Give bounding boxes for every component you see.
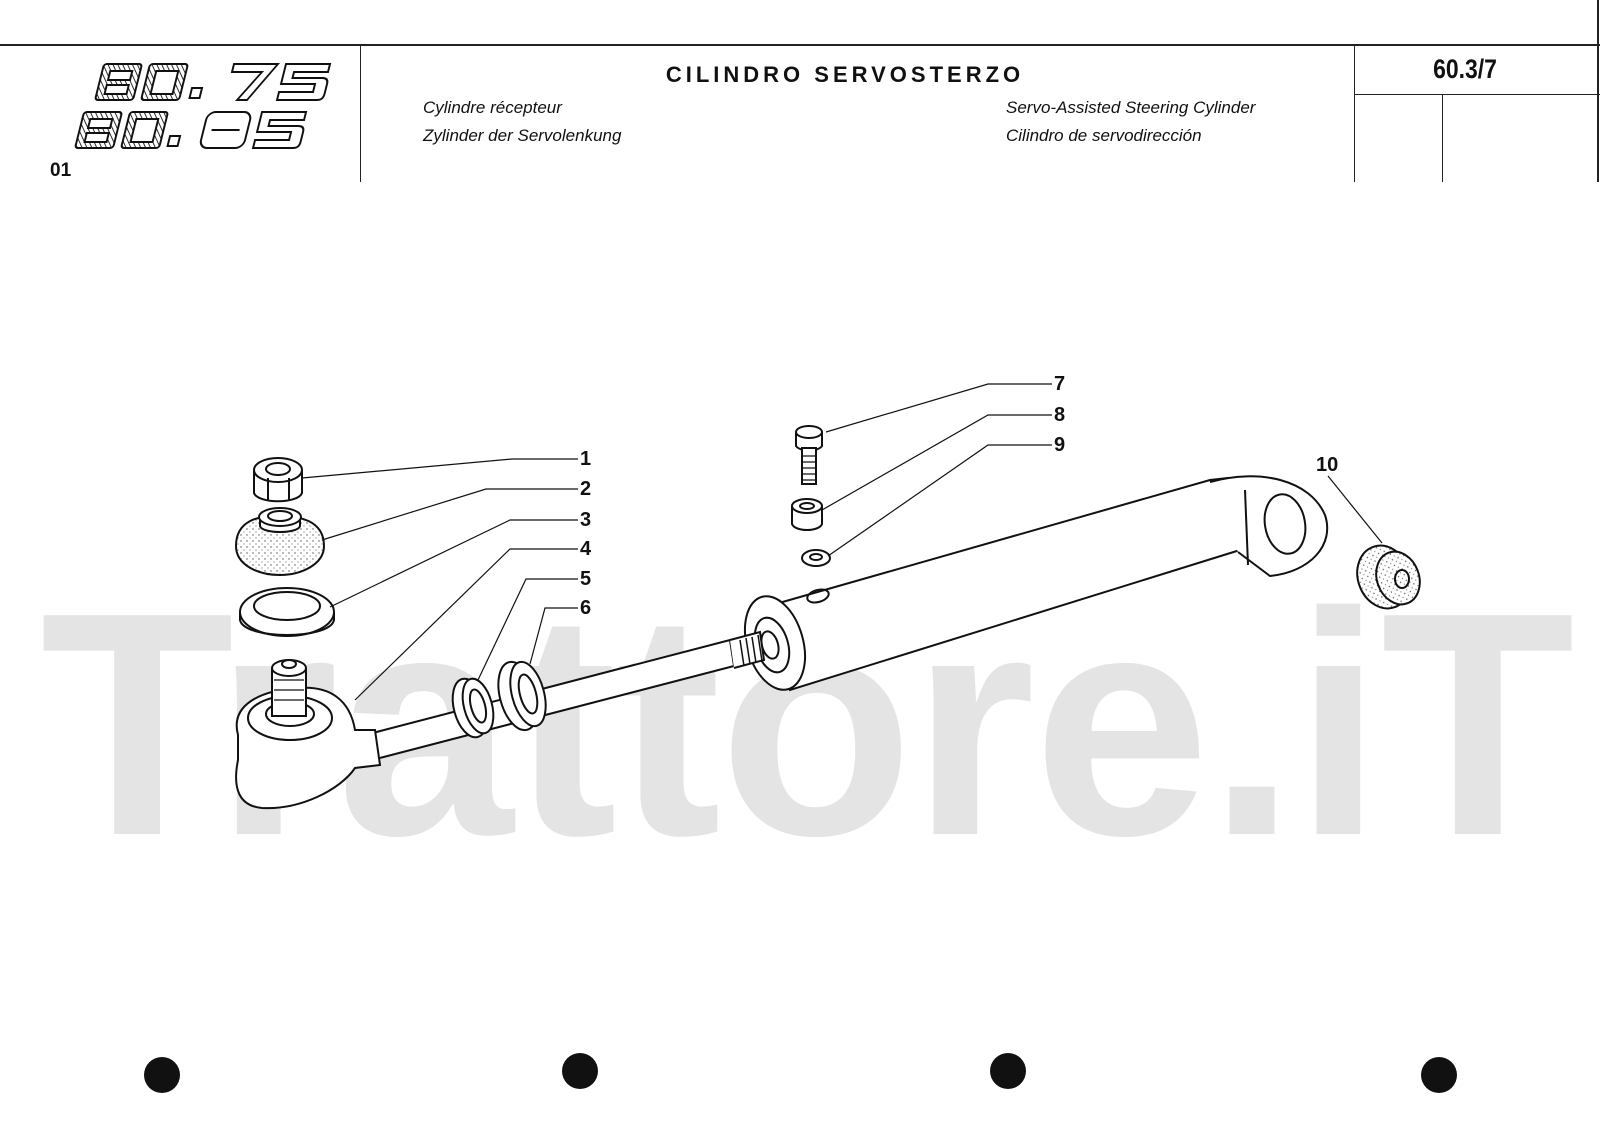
header-ref-divider: [1442, 94, 1443, 182]
model-logo: [74, 63, 332, 149]
callout-4: 4: [580, 538, 592, 560]
subtitle-german: Zylinder der Servolenkung: [423, 126, 622, 145]
part-nut: [253, 457, 303, 503]
cylinder-barrel: [744, 475, 1329, 692]
callout-7: 7: [1054, 373, 1066, 395]
page-right-edge: [1597, 0, 1599, 182]
binder-hole: [144, 1057, 180, 1093]
part-spacer: [791, 498, 823, 531]
part-bolt: [795, 425, 823, 485]
subtitle-french: Cylindre récepteur: [423, 98, 562, 117]
header-top-rule: [0, 44, 1600, 46]
rod-end: [235, 659, 382, 810]
callout-5: 5: [580, 568, 592, 590]
header-ref-rule: [1354, 94, 1600, 95]
part-bush: [1356, 544, 1421, 610]
binder-hole: [562, 1053, 598, 1089]
part-ring: [239, 587, 335, 637]
subtitle-english: Servo-Assisted Steering Cylinder: [1006, 98, 1256, 117]
header-divider-left: [360, 44, 361, 182]
callout-2: 2: [580, 478, 592, 500]
model-code: 01: [50, 160, 72, 181]
binder-hole: [990, 1053, 1026, 1089]
subtitle-spanish: Cilindro de servodirección: [1006, 126, 1202, 145]
callout-3: 3: [580, 509, 592, 531]
callout-9: 9: [1054, 434, 1066, 456]
callout-6: 6: [580, 597, 592, 619]
callout-8: 8: [1054, 404, 1066, 426]
part-seal-5: [451, 677, 495, 739]
part-washer: [801, 549, 831, 567]
callout-1: 1: [580, 448, 592, 470]
part-seal-6: [497, 660, 547, 732]
part-boot: [234, 507, 326, 577]
binder-hole: [1421, 1057, 1457, 1093]
leader-lines: [301, 383, 1383, 701]
page-reference: 60.3/7: [1433, 54, 1497, 84]
header-divider-right: [1354, 44, 1355, 182]
page-title: CILINDRO SERVOSTERZO: [665, 62, 1025, 87]
piston-rod: [363, 630, 766, 762]
callout-10: 10: [1316, 454, 1339, 476]
